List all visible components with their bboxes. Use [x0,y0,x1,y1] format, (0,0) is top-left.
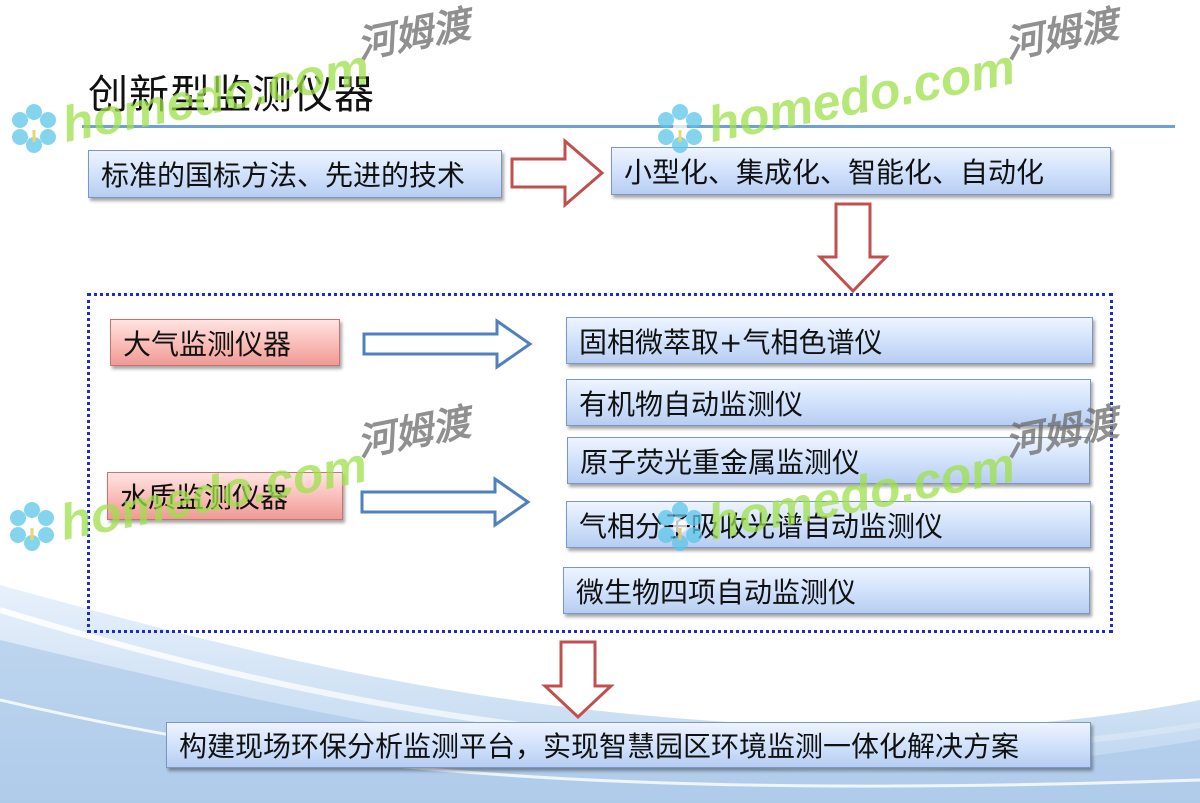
instrument-gas-molecular-absorption: 气相分子吸收光谱自动监测仪 [566,501,1091,548]
category-air: 大气监测仪器 [110,319,340,366]
box-standard-methods-label: 标准的国标方法、先进的技术 [101,159,466,192]
box-miniaturization: 小型化、集成化、智能化、自动化 [611,147,1111,195]
box-platform-solution-label: 构建现场环保分析监测平台，实现智慧园区环境监测一体化解决方案 [179,730,1020,763]
arrow-down-top [816,202,890,294]
arrow-right-air [362,318,533,370]
instrument-afs-heavy-metal: 原子荧光重金属监测仪 [567,437,1090,484]
box-platform-solution: 构建现场环保分析监测平台，实现智慧园区环境监测一体化解决方案 [166,722,1091,768]
page-title: 创新型监测仪器 [88,72,375,118]
instrument-spme-gc: 固相微萃取+气相色谱仪 [566,317,1093,364]
category-water-label: 水质监测仪器 [120,481,289,514]
arrow-right-water [360,476,531,528]
box-standard-methods: 标准的国标方法、先进的技术 [88,150,502,198]
category-air-label: 大气监测仪器 [123,327,292,361]
title-divider [82,125,1175,128]
instrument-organic: 有机物自动监测仪 [566,379,1091,426]
instrument-label: 微生物四项自动监测仪 [576,575,857,609]
box-miniaturization-label: 小型化、集成化、智能化、自动化 [624,156,1045,189]
instrument-label: 气相分子吸收光谱自动监测仪 [579,509,944,543]
instrument-label: 有机物自动监测仪 [579,387,804,421]
instrument-label: 原子荧光重金属监测仪 [580,445,861,479]
category-water: 水质监测仪器 [107,472,343,520]
instrument-group-frame [87,293,1113,633]
arrow-right-top [510,137,605,209]
arrow-down-bottom [541,640,615,720]
instrument-label: 固相微萃取+气相色谱仪 [579,325,883,359]
instrument-microbial: 微生物四项自动监测仪 [563,567,1090,614]
